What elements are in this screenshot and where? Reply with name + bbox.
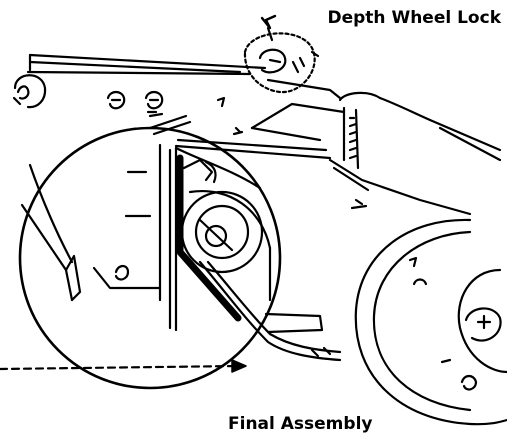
depth-wheel-lock-label: Depth Wheel Lock xyxy=(327,8,501,28)
left-end-wheel xyxy=(12,74,47,109)
depth-gauge-wheel xyxy=(354,218,507,426)
detail-pointer-arrow xyxy=(0,359,247,373)
bolt-cluster-upper xyxy=(106,90,226,118)
frame-diagonals xyxy=(148,102,346,160)
gauge-blade xyxy=(176,154,242,322)
upper-frame-bar xyxy=(26,53,342,100)
depth-wheel-lock-assembly xyxy=(243,14,320,94)
seed-tube xyxy=(198,260,342,362)
detail-magnifier xyxy=(18,126,282,390)
magnified-opener-detail xyxy=(20,143,272,332)
right-bracket-spring xyxy=(328,91,502,216)
final-assembly-label: Final Assembly xyxy=(228,414,373,434)
